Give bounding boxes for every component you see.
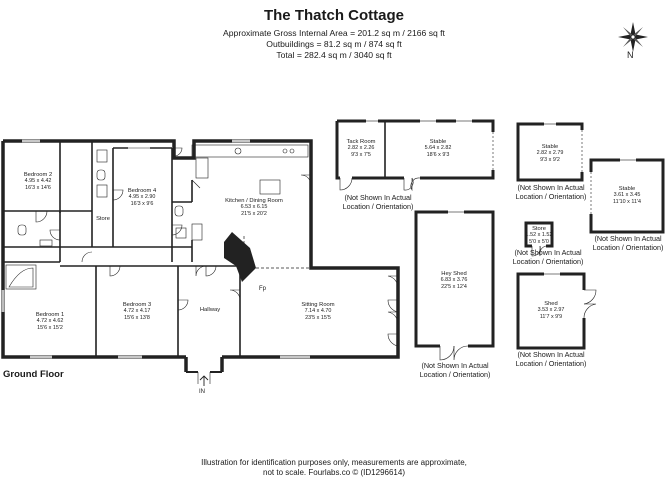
entrance-arrow-icon — [199, 375, 209, 386]
room-label-shed: Shed 3.53 x 2.97 11'7 x 9'9 — [537, 301, 565, 320]
total-area-text: Total = 282.4 sq m / 3040 sq ft — [276, 50, 392, 60]
room-label-bedroom-1: Bedroom 1 4.72 x 4.62 15'6 x 15'2 — [35, 312, 65, 331]
room-label-store: Store — [96, 216, 110, 222]
room-label-tack-room: Tack Room 2.82 x 2.26 9'3 x 7'5 — [346, 139, 376, 158]
compass-icon — [618, 22, 648, 52]
disclaimer-line-2: not to scale. Fourlabs.co © (ID1296614) — [263, 468, 405, 477]
chimney-fireplace-icon — [224, 232, 256, 282]
room-label-bedroom-4: Bedroom 4 4.95 x 2.90 16'3 x 9'6 — [127, 188, 157, 207]
location-note-store: (Not Shown In Actual Location / Orientat… — [512, 248, 584, 266]
fireplace-label: Fp — [259, 286, 267, 292]
room-label-hey-shed: Hey Shed 6.83 x 3.76 22'5 x 12'4 — [440, 271, 468, 290]
location-note-hey-shed: (Not Shown In Actual Location / Orientat… — [419, 361, 491, 379]
room-label-store-outbuilding: Store 1.52 x 1.52 5'0 x 5'0 — [525, 226, 553, 245]
door-swings — [35, 147, 399, 384]
room-label-bedroom-3: Bedroom 3 4.72 x 4.17 15'6 x 13'8 — [122, 302, 152, 321]
plan-title: The Thatch Cottage — [263, 7, 404, 24]
gross-area-text: Approximate Gross Internal Area = 201.2 … — [223, 28, 445, 38]
room-label-sitting-room: Sitting Room 7.14 x 4.70 23'5 x 15'5 — [301, 302, 335, 321]
room-label-hallway: Hallway — [199, 307, 221, 313]
compass-north-label: N — [627, 50, 634, 60]
entrance-label: IN — [199, 389, 205, 395]
location-note-shed: (Not Shown In Actual Location / Orientat… — [515, 350, 587, 368]
room-label-bedroom-2: Bedroom 2 4.95 x 4.42 16'3 x 14'6 — [23, 172, 53, 191]
location-note-stables: (Not Shown In Actual Location / Orientat… — [342, 193, 414, 211]
outbuildings-area-text: Outbuildings = 81.2 sq m / 874 sq ft — [266, 39, 402, 49]
room-label-kitchen-dining: Kitchen / Dining Room 6.53 x 6.15 21'5 x… — [225, 198, 283, 217]
floor-label: Ground Floor — [3, 369, 64, 380]
room-label-stable-main: Stable 5.64 x 2.82 18'6 x 9'3 — [424, 139, 452, 158]
room-label-stable-small: Stable 2.82 x 2.79 9'3 x 9'2 — [536, 144, 564, 163]
location-note-stable-right: (Not Shown In Actual Location / Orientat… — [592, 234, 664, 252]
disclaimer-line-1: Illustration for identification purposes… — [201, 458, 467, 467]
bathroom-fixtures — [5, 144, 309, 290]
location-note-stable-small: (Not Shown In Actual Location / Orientat… — [515, 183, 587, 201]
main-house-walls — [1, 139, 400, 373]
room-label-stable-right: Stable 3.61 x 3.45 11'10 x 11'4 — [613, 186, 641, 205]
